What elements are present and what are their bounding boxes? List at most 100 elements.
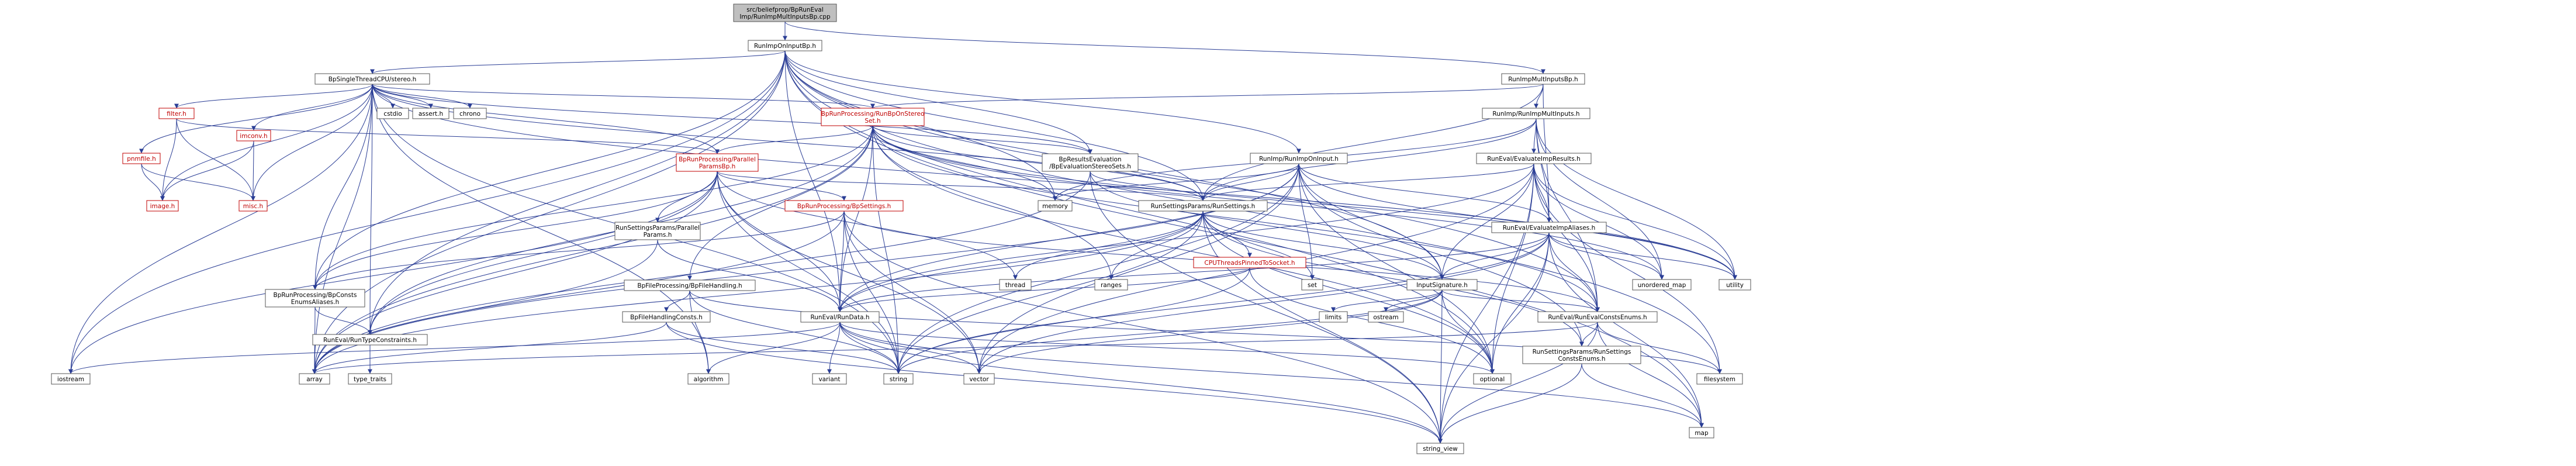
- node-chrono[interactable]: chrono: [453, 108, 487, 119]
- node-inputsignature[interactable]: InputSignature.h: [1406, 279, 1478, 291]
- node-label-set-line-0: set: [1308, 282, 1317, 289]
- node-box-set: [1301, 279, 1323, 291]
- node-optional[interactable]: optional: [1473, 373, 1512, 385]
- edge-bpsinglethreadcpu-to-bpresultsevaluation: [372, 84, 1092, 154]
- node-memory[interactable]: memory: [1038, 200, 1073, 212]
- node-imconv[interactable]: imconv.h: [236, 130, 271, 141]
- node-utility[interactable]: utility: [1719, 279, 1751, 291]
- node-label-runevalrundata-line-0: RunEval/RunData.h: [810, 314, 869, 321]
- edge-bprunprocessing_optstereo-to-ranges: [872, 125, 1114, 280]
- node-label-bprunprocessing_parallel-line-1: ParamsBp.h: [699, 163, 736, 170]
- node-label-runimponinputbp-line-0: RunImpOnInputBp.h: [754, 43, 816, 50]
- node-set[interactable]: set: [1301, 279, 1323, 291]
- node-box-ranges: [1094, 279, 1128, 291]
- edge-runevalrunevalconstsenums-to-filesystem: [1597, 322, 1722, 374]
- edge-runimprunimponinput-to-optional: [1298, 163, 1495, 374]
- edge-runimponinputbp-to-map: [784, 50, 1704, 428]
- node-box-bpfilehandlingconsts: [622, 311, 711, 323]
- node-limits[interactable]: limits: [1319, 311, 1348, 323]
- node-box-algorithm: [687, 373, 729, 385]
- node-misc[interactable]: misc.h: [238, 200, 268, 212]
- node-bpresultsevaluation[interactable]: BpResultsEvaluation/BpEvaluationStereoSe…: [1042, 153, 1139, 172]
- node-iostream[interactable]: iostream: [51, 373, 91, 385]
- node-label-iostream-line-0: iostream: [57, 376, 84, 383]
- edge-bpsinglethreadcpu-to-array: [312, 84, 373, 374]
- node-box-bprunprocessing_optstereo: [821, 108, 925, 126]
- node-label-runevalevaluateimpresults-line-0: RunEval/EvaluateImpResults.h: [1487, 156, 1581, 163]
- edge-runimponinputbp-to-bprunprocessingbpconsts: [313, 50, 786, 290]
- node-vector[interactable]: vector: [963, 373, 995, 385]
- edge-runimponinputbp-to-array: [312, 50, 786, 374]
- edge-runevalrunevalconstsenums-to-string_view: [1438, 322, 1598, 444]
- edge-bpresultsevaluation-to-string_view: [1090, 171, 1443, 444]
- node-bprunprocessingbpsettings[interactable]: BpRunProcessing/BpSettings.h: [784, 200, 904, 212]
- node-string_view[interactable]: string_view: [1416, 443, 1464, 454]
- node-runimprunimponinput[interactable]: RunImp/RunImpOnInput.h: [1250, 153, 1348, 164]
- node-runevalevaluateimpaliases[interactable]: RunEval/EvaluateImpAliases.h: [1491, 222, 1607, 233]
- node-ostream[interactable]: ostream: [1368, 311, 1404, 323]
- node-runimpmultinputsbp[interactable]: RunImpMultInputsBp.h: [1501, 73, 1585, 85]
- node-array[interactable]: array: [299, 373, 330, 385]
- node-bpsinglethreadcpu[interactable]: BpSingleThreadCPU/stereo.h: [314, 73, 430, 85]
- edge-inputsignature-to-runevalrunevalconstsenums: [1441, 289, 1600, 312]
- node-box-bprunprocessingbpsettings: [784, 200, 904, 212]
- node-cstdio[interactable]: cstdio: [376, 108, 409, 119]
- node-label-type_traits-line-0: type_traits: [354, 376, 386, 383]
- edge-bprunprocessing_optstereo-to-utility: [872, 125, 1737, 280]
- edge-runimponinputbp-to-runevalruntypeconstraints: [368, 50, 786, 335]
- node-runevalruntypeconstraints[interactable]: RunEval/RunTypeConstraints.h: [312, 334, 428, 346]
- node-box-limits: [1319, 311, 1348, 323]
- node-map[interactable]: map: [1689, 427, 1714, 439]
- node-box-pnmfile: [122, 153, 161, 164]
- node-ranges[interactable]: ranges: [1094, 279, 1128, 291]
- node-box-iostream: [51, 373, 91, 385]
- edge-runsettingsparamsrunsettingsconsts-to-map: [1581, 363, 1704, 428]
- node-filter[interactable]: filter.h: [158, 108, 195, 119]
- node-box-bpfileprocessing: [624, 279, 756, 291]
- node-label-thread-line-0: thread: [1005, 282, 1025, 289]
- node-runimprunimpmultinputs[interactable]: RunImp/RunImpMultInputs.h: [1482, 108, 1590, 119]
- node-unordered_map[interactable]: unordered_map: [1632, 279, 1692, 291]
- node-label-imconv-line-0: imconv.h: [240, 133, 267, 140]
- node-runevalevaluateimpresults[interactable]: RunEval/EvaluateImpResults.h: [1476, 153, 1592, 164]
- node-pnmfile[interactable]: pnmfile.h: [122, 153, 161, 164]
- edge-runevalevaluateimpaliases-to-string: [896, 232, 1550, 374]
- node-type_traits[interactable]: type_traits: [348, 373, 392, 385]
- node-runsettingsparamsrunsettingsconsts[interactable]: RunSettingsParams/RunSettingsConstsEnums…: [1522, 346, 1641, 364]
- node-bpfileprocessing[interactable]: BpFileProcessing/BpFileHandling.h: [624, 279, 756, 291]
- edge-runimprunimponinput-to-inputsignature: [1298, 163, 1444, 280]
- node-filesystem[interactable]: filesystem: [1696, 373, 1743, 385]
- node-runevalrunevalconstsenums[interactable]: RunEval/RunEvalConstsEnums.h: [1537, 311, 1658, 323]
- node-runimponinputbp[interactable]: RunImpOnInputBp.h: [748, 40, 822, 51]
- edge-runevalevaluateimpaliases-to-optional: [1490, 232, 1550, 374]
- node-thread[interactable]: thread: [999, 279, 1032, 291]
- node-label-bprunprocessingbpsettings-line-0: BpRunProcessing/BpSettings.h: [797, 203, 891, 210]
- node-label-runsettingsparamsrunsettings-line-0: RunSettingsParams/RunSettings.h: [1151, 203, 1256, 210]
- node-assert[interactable]: assert.h: [412, 108, 449, 119]
- edge-bprunprocessing_parallel-to-vector: [717, 171, 981, 374]
- edge-bprunprocessingbpsettings-to-runevalrundata: [838, 210, 845, 312]
- node-bpfilehandlingconsts[interactable]: BpFileHandlingConsts.h: [622, 311, 711, 323]
- node-image[interactable]: image.h: [146, 200, 179, 212]
- edge-runevalevaluateimpaliases-to-utility: [1548, 232, 1737, 280]
- node-label-cputhreadspinned-line-0: CPUThreadsPinnedToSocket.h: [1204, 260, 1295, 267]
- edge-bpsinglethreadcpu-to-iostream: [68, 84, 373, 374]
- edge-bpsinglethreadcpu-to-bprunprocessingbpconsts: [313, 84, 373, 290]
- node-box-utility: [1719, 279, 1751, 291]
- node-string[interactable]: string: [883, 373, 914, 385]
- node-runsettingsparamsrunsettings[interactable]: RunSettingsParams/RunSettings.h: [1138, 200, 1268, 212]
- edge-bprunprocessing_parallel-to-bprunprocessingbpconsts: [313, 171, 718, 290]
- node-algorithm[interactable]: algorithm: [687, 373, 729, 385]
- edge-runimponinputbp-to-runsettingsparamsrunsettings: [784, 50, 1205, 201]
- node-runevalrundata[interactable]: RunEval/RunData.h: [800, 311, 880, 323]
- edge-filter-to-misc: [176, 118, 255, 201]
- edge-runevalrunevalconstsenums-to-array: [312, 322, 1598, 374]
- node-cputhreadspinned[interactable]: CPUThreadsPinnedToSocket.h: [1193, 257, 1306, 268]
- node-variant[interactable]: variant: [812, 373, 847, 385]
- edge-inputsignature-to-string: [896, 289, 1443, 374]
- node-box-runevalruntypeconstraints: [312, 334, 428, 346]
